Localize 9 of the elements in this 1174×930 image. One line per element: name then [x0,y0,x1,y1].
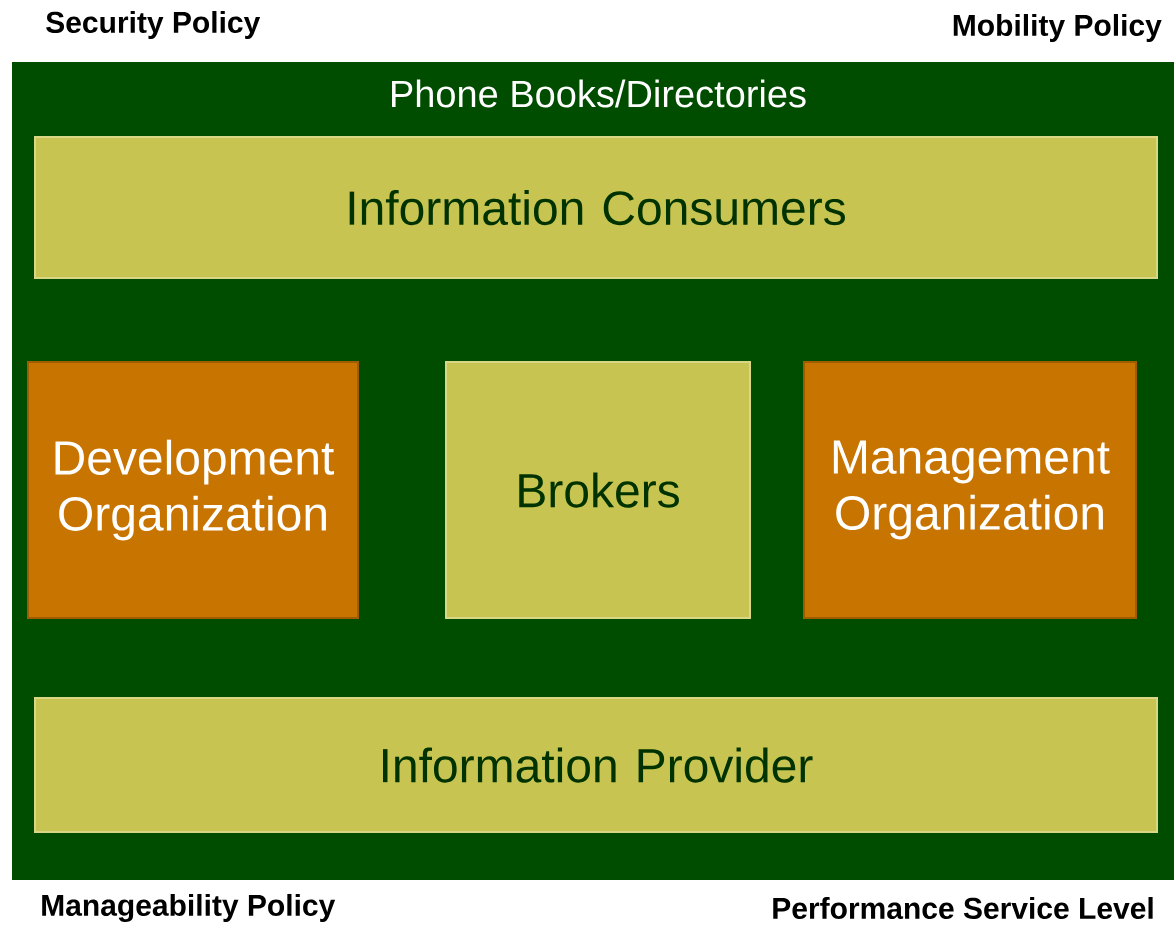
box: Information Provider [34,697,1158,833]
policy-label: Mobility Policy [953,14,1162,42]
box: Development Organization [27,361,359,619]
box: Management Organization [803,361,1137,619]
policy-label: Security Policy [46,11,261,39]
box: Brokers [445,361,751,619]
policy-label: Manageability Policy [42,893,336,923]
policy-label: Performance Service Level [773,897,1153,920]
box: Information Consumers [34,136,1158,279]
